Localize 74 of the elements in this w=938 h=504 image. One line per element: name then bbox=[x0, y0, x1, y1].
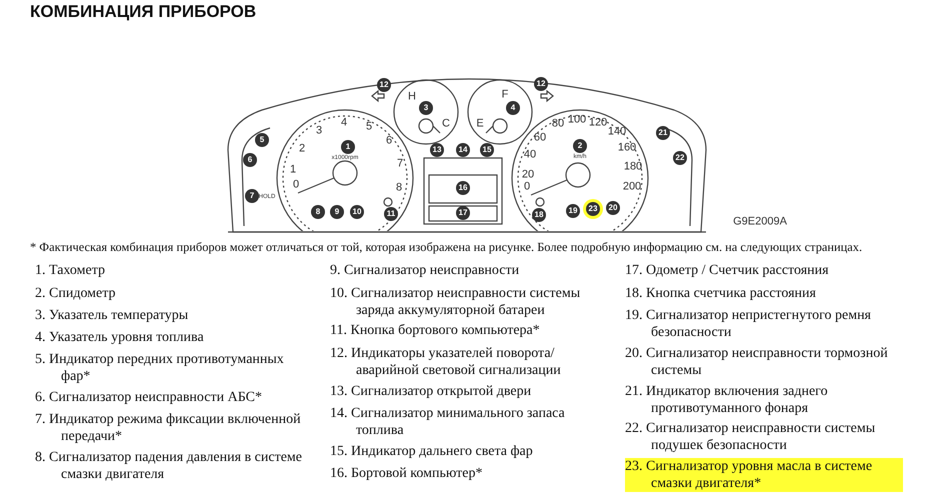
list-item: 14. Сигнализатор минимального запаса топлива bbox=[330, 405, 566, 439]
callout-number: 15 bbox=[480, 143, 494, 157]
figure-code: G9E2009A bbox=[733, 216, 787, 228]
callout-number: 13 bbox=[430, 143, 444, 157]
callout-number: 12 bbox=[534, 77, 548, 91]
callout-number: 9 bbox=[330, 205, 344, 219]
scale-label: 100 bbox=[568, 114, 586, 126]
scale-label: 1 bbox=[290, 164, 296, 176]
scale-label: 140 bbox=[608, 126, 626, 138]
scale-label: 60 bbox=[534, 132, 546, 144]
callout-number: 6 bbox=[243, 153, 257, 167]
scale-label: 2 bbox=[298, 144, 306, 154]
scale-label: 8 bbox=[396, 182, 402, 194]
list-item: 7. Индикатор режима фиксации включенной передачи* bbox=[35, 411, 302, 445]
list-item: 15. Индикатор дальнего света фар bbox=[330, 443, 534, 460]
scale-label: H bbox=[408, 92, 416, 102]
callout-number: 4 bbox=[506, 101, 520, 115]
scale-label: 40 bbox=[524, 150, 536, 160]
callout-number: 8 bbox=[311, 205, 325, 219]
list-item: 21. Индикатор включения заднего противотуманного фонаря bbox=[625, 383, 829, 417]
list-item: 11. Кнопка бортового компьютера* bbox=[330, 322, 541, 339]
callout-number: 10 bbox=[350, 205, 364, 219]
list-item: 17. Одометр / Счетчик расстояния bbox=[625, 262, 830, 279]
callout-number: 17 bbox=[456, 206, 470, 220]
scale-label: 0 bbox=[524, 182, 530, 192]
callout-number: 21 bbox=[656, 126, 670, 140]
list-item: 9. Сигнализатор неисправности bbox=[330, 262, 520, 279]
callout-number: 20 bbox=[606, 201, 620, 215]
callout-number: 1 bbox=[341, 140, 355, 154]
scale-label: 200 bbox=[622, 182, 642, 192]
list-item: 8. Сигнализатор падения давления в системе смазки двигателя bbox=[35, 449, 303, 483]
callout-number: 14 bbox=[456, 143, 470, 157]
callout-number: 18 bbox=[532, 208, 546, 222]
scale-label: 7 bbox=[396, 158, 404, 170]
callout-number: 19 bbox=[566, 204, 580, 218]
scale-label: 20 bbox=[522, 170, 534, 180]
scale-label: 6 bbox=[386, 136, 392, 146]
list-item: 1. Тахометр bbox=[35, 262, 106, 279]
list-item: 13. Сигнализатор открытой двери bbox=[330, 383, 532, 400]
list-item: 12. Индикаторы указателей поворота/ аварийной световой сигнализации bbox=[330, 345, 562, 379]
list-item: 22. Сигнализатор неисправности системы подушек безопасности bbox=[625, 420, 876, 454]
scale-label: C bbox=[442, 118, 450, 130]
scale-label: 3 bbox=[316, 126, 322, 136]
list-item: 18. Кнопка счетчика расстояния bbox=[625, 285, 817, 302]
page-title: КОМБИНАЦИЯ ПРИБОРОВ bbox=[30, 2, 256, 22]
list-item: 6. Сигнализатор неисправности АБС* bbox=[35, 389, 263, 406]
callout-number: 23 bbox=[586, 202, 600, 216]
list-item: 16. Бортовой компьютер* bbox=[330, 465, 484, 482]
callout-number: 5 bbox=[255, 133, 269, 147]
callout-number: 3 bbox=[419, 101, 433, 115]
list-item: 4. Указатель уровня топлива bbox=[35, 329, 205, 346]
callout-number: 16 bbox=[456, 181, 470, 195]
footnote: * Фактическая комбинация приборов может отличаться от той, которая изображена на рисунке. Более подробную информацию см. на следующих страницах. bbox=[30, 240, 862, 255]
scale-label: 160 bbox=[618, 142, 636, 154]
scale-label: 0 bbox=[292, 180, 300, 190]
list-item: 10. Сигнализатор неисправности системы заряда аккумуляторной батареи bbox=[330, 285, 582, 319]
list-item: 3. Указатель температуры bbox=[35, 307, 190, 324]
scale-label: 80 bbox=[552, 118, 564, 130]
callout-number: 22 bbox=[673, 151, 687, 165]
list-item: 2. Спидометр bbox=[35, 285, 117, 302]
scale-label: E bbox=[476, 118, 484, 130]
list-item: 5. Индикатор передних противотуманных фар* bbox=[35, 351, 285, 385]
scale-label: 180 bbox=[624, 162, 642, 172]
scale-label: 5 bbox=[366, 122, 372, 132]
list-item: 20. Сигнализатор неисправности тормозной системы bbox=[625, 345, 889, 379]
list-item: 23. Сигнализатор уровня масла в системе смазки двигателя* bbox=[625, 458, 903, 492]
callout-number: 11 bbox=[384, 207, 398, 221]
callout-number: 7 bbox=[245, 189, 259, 203]
list-item: 19. Сигнализатор непристегнутого ремня безопасности bbox=[625, 307, 872, 341]
scale-label: 120 bbox=[588, 118, 608, 128]
scale-label: F bbox=[502, 90, 508, 100]
callout-number: 2 bbox=[573, 139, 587, 153]
callout-number: 12 bbox=[377, 78, 391, 92]
scale-label: 4 bbox=[340, 118, 348, 128]
